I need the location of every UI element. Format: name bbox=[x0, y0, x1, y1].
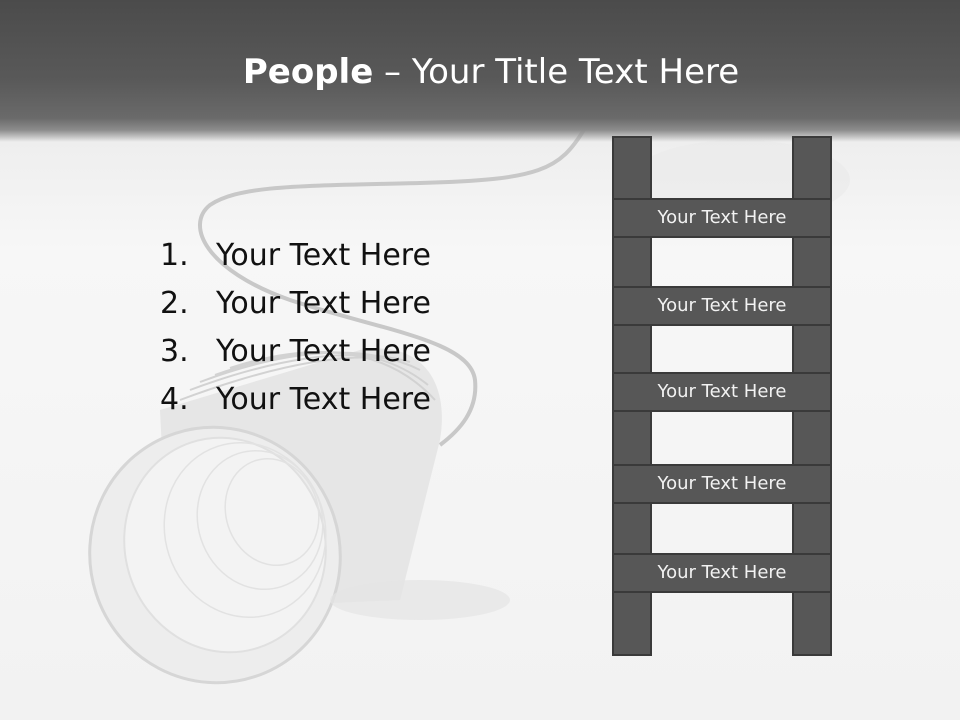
ladder-rung: Your Text Here bbox=[612, 553, 832, 593]
list-number: 1. bbox=[160, 238, 189, 273]
ladder-rung: Your Text Here bbox=[612, 372, 832, 412]
list-text: Your Text Here bbox=[216, 334, 431, 369]
list-text: Your Text Here bbox=[216, 286, 431, 321]
list-text: Your Text Here bbox=[216, 382, 431, 417]
ladder-rung: Your Text Here bbox=[612, 286, 832, 326]
list-item: 4. Your Text Here bbox=[160, 376, 431, 424]
title-bold: People bbox=[242, 52, 374, 92]
list-item: 3. Your Text Here bbox=[160, 328, 431, 376]
page-title: People – Your Title Text Here bbox=[0, 52, 960, 92]
numbered-list: 1. Your Text Here 2. Your Text Here 3. Your… bbox=[160, 232, 431, 424]
ladder-rung: Your Text Here bbox=[612, 198, 832, 238]
list-number: 2. bbox=[160, 286, 189, 321]
list-item: 1. Your Text Here bbox=[160, 232, 431, 280]
ladder-rung: Your Text Here bbox=[612, 464, 832, 504]
list-text: Your Text Here bbox=[216, 238, 431, 273]
title-rest: – Your Title Text Here bbox=[373, 52, 740, 92]
list-number: 3. bbox=[160, 334, 189, 369]
list-item: 2. Your Text Here bbox=[160, 280, 431, 328]
header-bar: People – Your Title Text Here bbox=[0, 0, 960, 142]
list-number: 4. bbox=[160, 382, 189, 417]
